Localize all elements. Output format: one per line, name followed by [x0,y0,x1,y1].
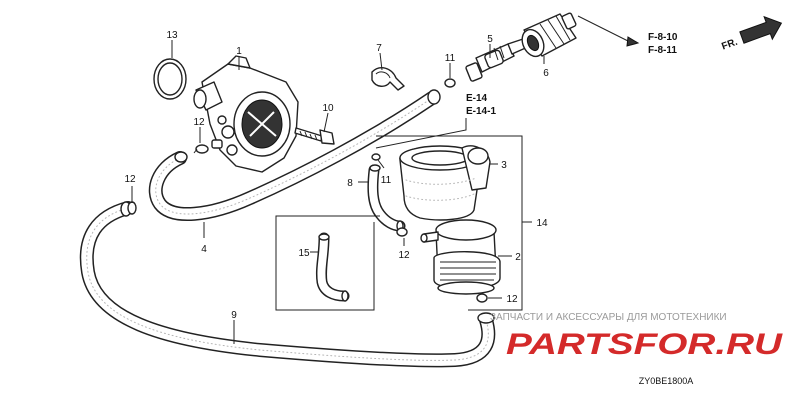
callout-11-lower: 11 [381,175,392,186]
callout-8: 8 [347,178,353,189]
subassembly-frame [275,215,380,311]
assembly-bracket-14 [376,135,532,311]
callout-12-a: 12 [193,117,205,128]
clip-12-a[interactable] [193,144,209,154]
throttle-body-1[interactable] [193,55,299,173]
callout-14: 14 [536,218,548,229]
front-direction-arrow: FR. [720,15,783,53]
valve-5[interactable] [465,36,532,82]
callout-12-d: 12 [506,294,518,305]
callout-5: 5 [487,34,493,45]
tube-15[interactable] [315,232,350,302]
hose-9[interactable] [79,201,496,368]
callout-12-b: 12 [124,174,136,185]
callout-7: 7 [376,43,382,54]
callout-3: 3 [501,160,507,171]
watermark: ЗАПЧАСТИ И АКСЕССУАРЫ ДЛЯ МОТОТЕХНИКИ PA… [490,312,784,361]
callout-6: 6 [543,68,549,79]
callout-10: 10 [322,103,334,114]
hose-clip-11-b[interactable] [371,153,381,161]
hose-clip-11-a[interactable] [444,78,456,88]
o-ring-13[interactable] [153,58,187,100]
tube-8[interactable] [367,164,406,232]
clamp-7[interactable] [371,67,405,91]
callout-12-c: 12 [398,250,410,261]
front-label: FR. [720,37,739,53]
callout-15: 15 [298,248,310,259]
filter-element-2[interactable] [420,219,501,295]
ref-e-14-1: E-14-1 [466,106,496,117]
callout-1: 1 [236,46,242,57]
callout-2: 2 [515,252,521,263]
reference-labels: F-8-10 F-8-11 E-14 E-14-1 [466,32,678,117]
clip-12-d[interactable] [476,293,488,303]
watermark-tagline: ЗАПЧАСТИ И АКСЕССУАРЫ ДЛЯ МОТОТЕХНИКИ [490,312,727,323]
clip-12-b[interactable] [127,201,137,215]
hose-4[interactable] [148,89,441,221]
callout-4: 4 [201,244,207,255]
ref-f-8-11: F-8-11 [648,45,677,56]
clip-12-c[interactable] [396,227,408,237]
leader-lines [131,15,640,344]
watermark-logo: PARTSFOR.RU [506,328,784,361]
callout-13: 13 [166,30,178,41]
callout-numbers: 13 1 7 11 5 6 10 12 12 4 9 8 11 3 14 2 1… [124,30,549,321]
air-chamber-3[interactable] [399,145,491,221]
diagram-code: ZY0BE1800A [639,376,694,386]
ref-f-8-10: F-8-10 [648,32,678,43]
callout-11-upper: 11 [445,53,456,64]
callout-9: 9 [231,310,237,321]
bolt-10[interactable] [294,127,335,145]
connector-6[interactable] [518,12,577,60]
ref-e-14: E-14 [466,93,488,104]
